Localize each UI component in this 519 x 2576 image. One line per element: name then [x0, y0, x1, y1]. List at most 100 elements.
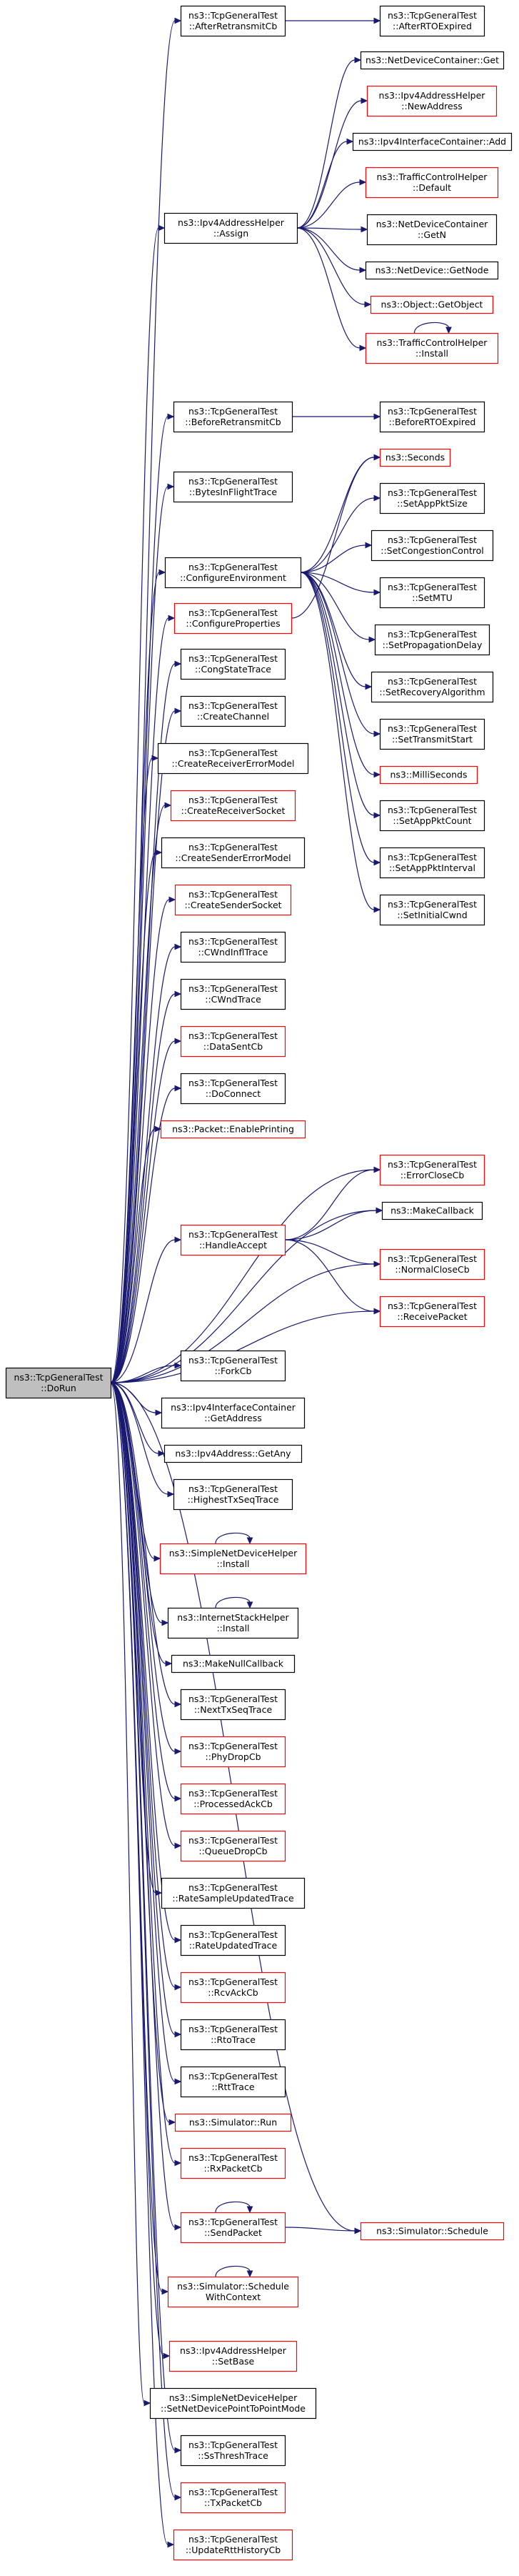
- node-setAppPktSize[interactable]: ns3::TcpGeneralTest::SetAppPktSize: [379, 482, 485, 514]
- node-cWndInflTrace[interactable]: ns3::TcpGeneralTest::CWndInflTrace: [180, 931, 286, 963]
- node-setCongestionControl[interactable]: ns3::TcpGeneralTest::SetCongestionContro…: [371, 529, 494, 562]
- node-milliSeconds[interactable]: ns3::MilliSeconds: [379, 765, 478, 785]
- edge-line: [110, 1382, 176, 1705]
- node-label: ::RateUpdatedTrace: [189, 1940, 278, 1951]
- node-layer: ns3::TcpGeneralTest::DoRunns3::TcpGenera…: [5, 5, 513, 2561]
- node-ishInstall[interactable]: ns3::InternetStackHelper::Install: [167, 1607, 299, 1639]
- node-createSenderSocket[interactable]: ns3::TcpGeneralTest::CreateSenderSocket: [174, 884, 292, 916]
- node-errorCloseCb[interactable]: ns3::TcpGeneralTest::ErrorCloseCb: [379, 1154, 485, 1186]
- node-box: [163, 1444, 303, 1463]
- edge-arrowhead: [174, 990, 182, 998]
- node-setAppPktInterval[interactable]: ns3::TcpGeneralTest::SetAppPktInterval: [379, 847, 485, 879]
- node-rcvAckCb[interactable]: ns3::TcpGeneralTest::RcvAckCb: [180, 1971, 286, 2004]
- edge-line: [110, 757, 153, 1383]
- node-ipv4GetAny[interactable]: ns3::Ipv4Address::GetAny: [163, 1444, 303, 1463]
- node-rateSampleUpdatedTrace[interactable]: ns3::TcpGeneralTest::RateSampleUpdatedTr…: [161, 1877, 306, 1909]
- node-rxPacketCb[interactable]: ns3::TcpGeneralTest::RxPacketCb: [180, 2147, 286, 2179]
- edge-arrowhead: [373, 1260, 381, 1268]
- node-setTransmitStart[interactable]: ns3::TcpGeneralTest::SetTransmitStart: [379, 718, 485, 750]
- node-nextTxSeqTrace[interactable]: ns3::TcpGeneralTest::NextTxSeqTrace: [180, 1689, 286, 1721]
- node-congStateTrace[interactable]: ns3::TcpGeneralTest::CongStateTrace: [180, 648, 286, 680]
- node-setAppPktCount[interactable]: ns3::TcpGeneralTest::SetAppPktCount: [379, 800, 485, 832]
- node-box: [360, 51, 505, 70]
- node-createReceiverSocket[interactable]: ns3::TcpGeneralTest::CreateReceiverSocke…: [170, 790, 296, 822]
- node-ipv4ifcGetAddress[interactable]: ns3::Ipv4InterfaceContainer::GetAddress: [161, 1397, 306, 1429]
- node-doConnect[interactable]: ns3::TcpGeneralTest::DoConnect: [180, 1073, 286, 1105]
- node-root[interactable]: ns3::TcpGeneralTest::DoRun: [5, 1367, 112, 1399]
- edge-arrowhead: [373, 730, 381, 737]
- node-setInitialCwnd[interactable]: ns3::TcpGeneralTest::SetInitialCwnd: [379, 894, 485, 926]
- edge-configureProperties-to-seconds: [291, 454, 381, 619]
- node-receivePacket[interactable]: ns3::TcpGeneralTest::ReceivePacket: [379, 1296, 485, 1328]
- node-sendPacket[interactable]: ns3::TcpGeneralTest::SendPacket: [180, 2212, 286, 2244]
- node-forkCb[interactable]: ns3::TcpGeneralTest::ForkCb: [180, 1350, 286, 1382]
- node-makeCallback[interactable]: ns3::MakeCallback: [381, 1201, 483, 1220]
- node-label: ::TxPacketCb: [204, 2497, 262, 2508]
- node-dataSentCb[interactable]: ns3::TcpGeneralTest::DataSentCb: [180, 1025, 286, 1058]
- node-updateRttHistoryCb[interactable]: ns3::TcpGeneralTest::UpdateRttHistoryCb: [173, 2529, 293, 2561]
- node-setNetDevicePtp[interactable]: ns3::SimpleNetDeviceHelper::SetNetDevice…: [149, 2387, 317, 2420]
- node-label: ::RtoTrace: [211, 2034, 256, 2045]
- node-ipv4NewAddress[interactable]: ns3::Ipv4AddressHelper::NewAddress: [366, 85, 498, 117]
- node-tchDefault[interactable]: ns3::TrafficControlHelper::Default: [365, 166, 499, 199]
- node-tchInstall[interactable]: ns3::TrafficControlHelper::Install: [365, 332, 499, 364]
- node-createSenderErrorModel[interactable]: ns3::TcpGeneralTest::CreateSenderErrorMo…: [161, 837, 306, 869]
- node-processedAckCb[interactable]: ns3::TcpGeneralTest::ProcessedAckCb: [180, 1783, 286, 1815]
- edge-ishInstall-to-ishInstall: [215, 1596, 253, 1609]
- node-label: ::Install: [216, 1623, 249, 1633]
- node-seconds[interactable]: ns3::Seconds: [379, 448, 451, 467]
- edge-root-to-updateRttHistoryCb: [110, 1382, 175, 2548]
- node-box: [167, 1607, 299, 1639]
- node-label: ns3::InternetStackHelper: [177, 1612, 289, 1623]
- node-ndGetNode[interactable]: ns3::NetDevice::GetNode: [365, 261, 499, 280]
- node-setMTU[interactable]: ns3::TcpGeneralTest::SetMTU: [379, 577, 485, 609]
- node-createChannel[interactable]: ns3::TcpGeneralTest::CreateChannel: [180, 695, 286, 727]
- node-label: ns3::NetDeviceContainer::Get: [366, 55, 499, 66]
- edge-arrowhead: [174, 2159, 182, 2167]
- edge-root-to-bytesInFlightTrace: [110, 483, 175, 1383]
- edge-arrowhead: [163, 2352, 171, 2359]
- node-afterRetransmitCb[interactable]: ns3::TcpGeneralTest::AfterRetransmitCb: [180, 5, 286, 37]
- node-rateUpdatedTrace[interactable]: ns3::TcpGeneralTest::RateUpdatedTrace: [180, 1924, 286, 1956]
- node-normalCloseCb[interactable]: ns3::TcpGeneralTest::NormalCloseCb: [379, 1248, 485, 1280]
- node-txPacketCb[interactable]: ns3::TcpGeneralTest::TxPacketCb: [180, 2482, 286, 2514]
- edge-arrowhead: [174, 943, 182, 950]
- node-simRun[interactable]: ns3::Simulator::Run: [174, 2113, 292, 2132]
- edge-assign-to-ndcGet: [296, 56, 362, 229]
- node-setPropagationDelay[interactable]: ns3::TcpGeneralTest::SetPropagationDelay: [374, 624, 490, 656]
- node-queueDropCb[interactable]: ns3::TcpGeneralTest::QueueDropCb: [180, 1830, 286, 1862]
- node-box: [180, 648, 286, 680]
- node-enablePrinting[interactable]: ns3::Packet::EnablePrinting: [160, 1120, 306, 1139]
- node-label: ns3::TcpGeneralTest: [188, 1835, 278, 1846]
- node-label: ::Install: [216, 1558, 249, 1569]
- node-ipv4ifcAdd[interactable]: ns3::Ipv4InterfaceContainer::Add: [352, 132, 513, 151]
- node-afterRTOExpired[interactable]: ns3::TcpGeneralTest::AfterRTOExpired: [379, 5, 485, 37]
- node-configureProperties[interactable]: ns3::TcpGeneralTest::ConfigureProperties: [173, 602, 293, 635]
- node-highestTxSeqTrace[interactable]: ns3::TcpGeneralTest::HighestTxSeqTrace: [173, 1478, 293, 1511]
- node-handleAccept[interactable]: ns3::TcpGeneralTest::HandleAccept: [180, 1224, 286, 1256]
- node-createReceiverErrorModel[interactable]: ns3::TcpGeneralTest::CreateReceiverError…: [157, 742, 309, 775]
- node-phyDropCb[interactable]: ns3::TcpGeneralTest::PhyDropCb: [180, 1736, 286, 1768]
- node-ssThreshTrace[interactable]: ns3::TcpGeneralTest::SsThreshTrace: [180, 2435, 286, 2467]
- node-label: ns3::TcpGeneralTest: [188, 2487, 278, 2497]
- node-configureEnvironment[interactable]: ns3::TcpGeneralTest::ConfigureEnvironmen…: [164, 557, 302, 589]
- node-setRecoveryAlgorithm[interactable]: ns3::TcpGeneralTest::SetRecoveryAlgorith…: [371, 671, 494, 703]
- node-beforeRetransmitCb[interactable]: ns3::TcpGeneralTest::BeforeRetransmitCb: [173, 401, 293, 433]
- node-rttTrace[interactable]: ns3::TcpGeneralTest::RttTrace: [180, 2066, 286, 2098]
- node-bytesInFlightTrace[interactable]: ns3::TcpGeneralTest::BytesInFlightTrace: [173, 471, 293, 503]
- node-label: ::BeforeRetransmitCb: [185, 417, 281, 427]
- node-beforeRTOExpired[interactable]: ns3::TcpGeneralTest::BeforeRTOExpired: [379, 401, 485, 433]
- node-sndhInstall[interactable]: ns3::SimpleNetDeviceHelper::Install: [159, 1543, 307, 1575]
- node-cWndTrace[interactable]: ns3::TcpGeneralTest::CWndTrace: [180, 978, 286, 1010]
- node-makeNullCallback[interactable]: ns3::MakeNullCallback: [171, 1654, 296, 1674]
- node-rtoTrace[interactable]: ns3::TcpGeneralTest::RtoTrace: [180, 2019, 286, 2051]
- node-ndcGetN[interactable]: ns3::NetDeviceContainer::GetN: [366, 214, 498, 246]
- node-assign[interactable]: ns3::Ipv4AddressHelper::Assign: [163, 212, 298, 244]
- node-objGetObject[interactable]: ns3::Object::GetObject: [370, 295, 494, 314]
- node-label: ::GetAddress: [204, 1413, 261, 1423]
- node-ndcGet[interactable]: ns3::NetDeviceContainer::Get: [360, 51, 505, 70]
- node-setBase[interactable]: ns3::Ipv4AddressHelper::SetBase: [168, 2340, 298, 2372]
- node-simSchedule[interactable]: ns3::Simulator::Schedule: [360, 2222, 505, 2241]
- node-box: [371, 671, 494, 703]
